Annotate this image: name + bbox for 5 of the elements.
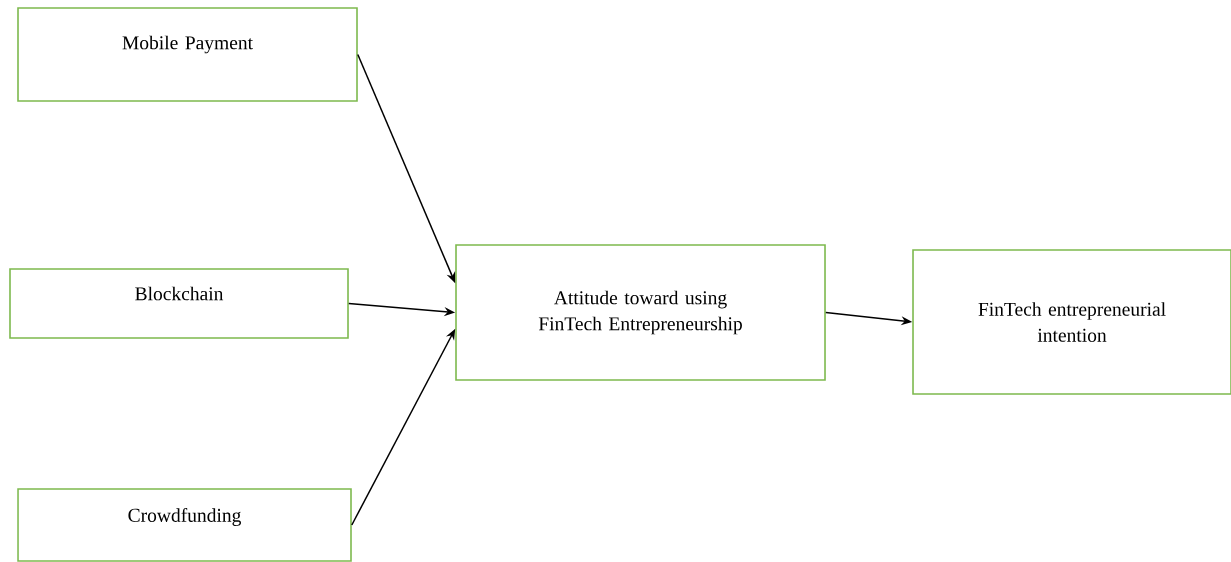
process-box: Blockchain [9, 268, 349, 339]
process-box: Attitude toward using FinTech Entrepreneurship [455, 244, 826, 381]
process-box: FinTech entrepreneurial intention [912, 249, 1231, 395]
process-box: Crowdfunding [17, 488, 352, 562]
process-box: Mobile Payment [17, 7, 358, 102]
